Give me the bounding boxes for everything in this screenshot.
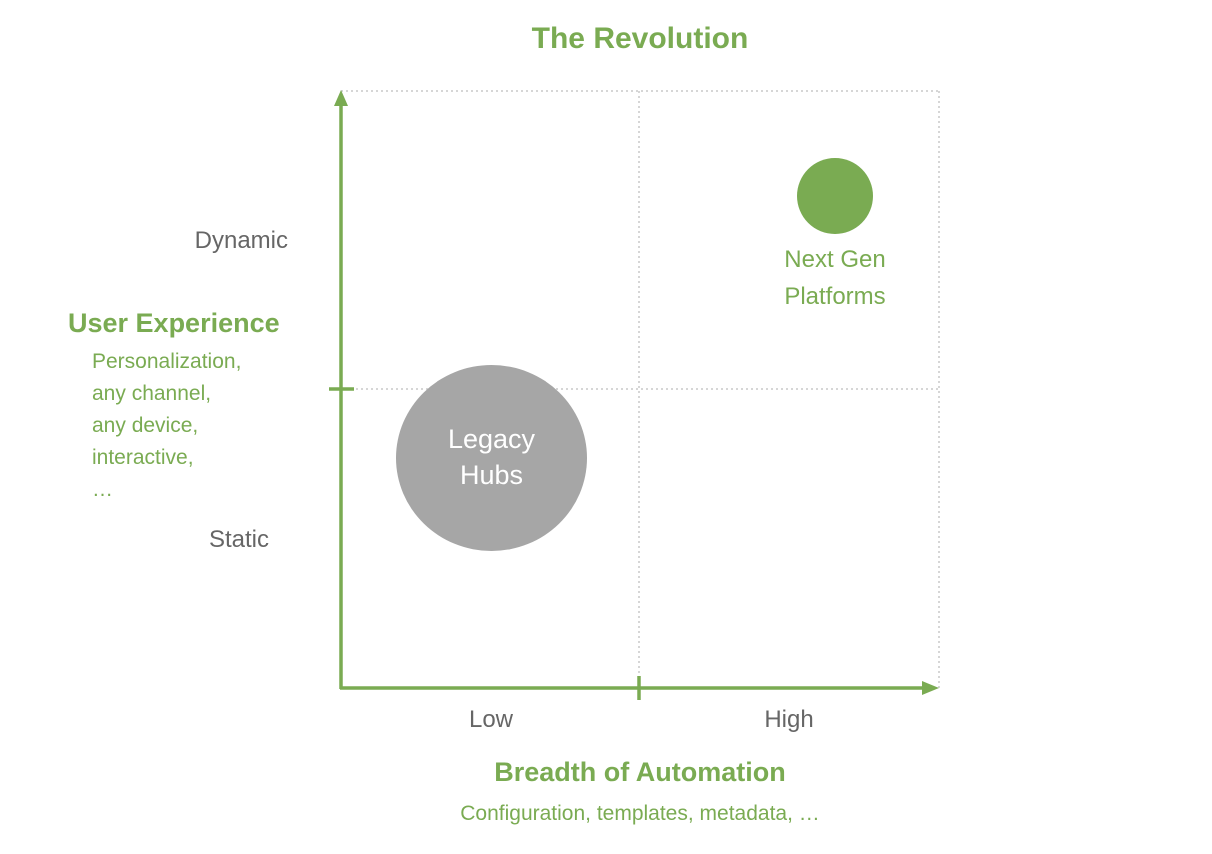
x-axis-description: Configuration, templates, metadata, … — [460, 802, 820, 825]
y-axis-description: Personalization,any channel,any device,i… — [92, 350, 242, 501]
y-tick-static: Static — [208, 526, 269, 553]
diagram-title: The Revolution — [531, 22, 749, 55]
y-tick-dynamic: Dynamic — [194, 227, 288, 254]
x-tick-low: Low — [468, 706, 514, 733]
x-tick-high: High — [764, 706, 814, 733]
x-axis-title: Breadth of Automation — [494, 757, 786, 787]
y-axis-arrowhead — [334, 90, 348, 106]
next-gen-platforms-bubble — [797, 158, 873, 234]
y-axis-title: User Experience — [68, 308, 280, 338]
x-axis-arrowhead — [922, 681, 939, 695]
legacy-hubs-bubble — [396, 365, 587, 551]
